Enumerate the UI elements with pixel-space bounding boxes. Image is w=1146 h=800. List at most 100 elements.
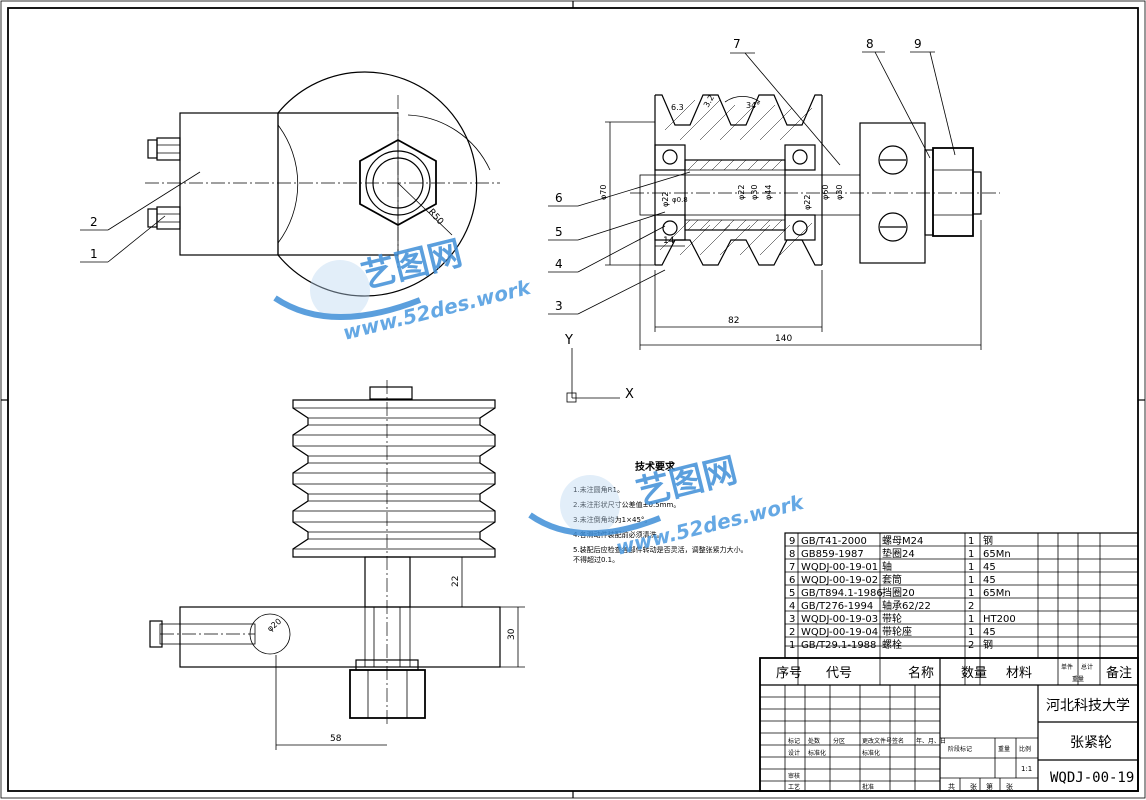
bom-cell-qty: 2 xyxy=(968,601,974,612)
dim-34deg: 34° xyxy=(746,101,760,110)
bom-header-code: 代号 xyxy=(826,666,852,681)
bom-cell-name: 带轮座 xyxy=(882,625,912,638)
bom-cell-code: WQDJ-00-19-03 xyxy=(801,614,878,625)
bom-cell-mat: 65Mn xyxy=(983,549,1011,560)
label-count: 处数 xyxy=(808,737,820,745)
dim-d30b: φ30 xyxy=(835,185,844,200)
dim-d30a: φ30 xyxy=(750,185,759,200)
bom-cell-name: 轴 xyxy=(882,560,892,573)
tech-item-1: 1.未注圆角R1。 xyxy=(573,485,624,494)
title-block: 序号 代号 名称 数量 材料 单件 总计 重量 备注 河北科技大学 张紧轮 WQ… xyxy=(759,657,1139,792)
bom-cell-no: 5 xyxy=(789,588,795,599)
bom-header-weight: 重量 xyxy=(1072,675,1084,683)
bom-cell-code: GB/T894.1-1986 xyxy=(801,588,883,599)
bom-cell-qty: 1 xyxy=(968,549,974,560)
label-design: 设计 xyxy=(788,749,800,757)
dim-d22b: φ22 xyxy=(737,185,746,200)
bom-cell-mat: HT200 xyxy=(983,614,1016,625)
bom-cell-mat: 45 xyxy=(983,627,996,638)
bom-cell-code: WQDJ-00-19-01 xyxy=(801,562,878,573)
label-sheet: 张 xyxy=(1006,782,1013,791)
tech-requirements: 技术要求 1.未注圆角R1。 2.未注形状尺寸公差值±0.5mm。 3.未注倒角… xyxy=(573,460,748,564)
dim-82: 82 xyxy=(728,316,739,326)
bom-cell-qty: 1 xyxy=(968,562,974,573)
bom-cell-name: 轴承62/22 xyxy=(882,599,931,612)
bom-cell-name: 带轮 xyxy=(882,612,902,625)
dim-d60: φ60 xyxy=(821,185,830,200)
bom-cell-no: 6 xyxy=(789,575,795,586)
bom-header-qty: 数量 xyxy=(961,666,987,681)
label-date: 年、月、日 xyxy=(916,737,946,745)
bom-cell-no: 3 xyxy=(789,614,795,625)
top-left-view: R50 2 1 xyxy=(80,71,500,297)
label-mark: 标记 xyxy=(788,737,800,745)
bom-cell-code: WQDJ-00-19-04 xyxy=(801,627,878,638)
tech-item-2: 2.未注形状尺寸公差值±0.5mm。 xyxy=(573,500,680,509)
bom-cell-mat: 65Mn xyxy=(983,588,1011,599)
bom-header-mat: 材料 xyxy=(1006,666,1032,681)
scale-value: 1:1 xyxy=(1021,765,1032,773)
label-zone: 分区 xyxy=(833,737,845,745)
bottom-view: φ20 22 30 58 xyxy=(149,380,525,750)
school-name: 河北科技大学 xyxy=(1046,698,1130,714)
dim-14: 14 xyxy=(663,236,675,246)
label-weight: 重量 xyxy=(998,745,1010,753)
bom-header-no: 序号 xyxy=(776,666,802,681)
dim-140: 140 xyxy=(775,334,792,344)
drawing-number: WQDJ-00-19 xyxy=(1050,770,1134,786)
bom-cell-no: 4 xyxy=(789,601,795,612)
label-sign: 签名 xyxy=(892,737,904,745)
bom-header-unit: 单件 xyxy=(1061,663,1073,671)
axis-x-label: X xyxy=(625,387,634,402)
dim-58: 58 xyxy=(330,734,342,744)
bom-cell-qty: 1 xyxy=(968,588,974,599)
bom-cell-name: 挡圈20 xyxy=(882,586,915,599)
label-check: 审核 xyxy=(788,772,800,780)
bom-cell-qty: 2 xyxy=(968,640,974,651)
tech-item-5: 5.装配后应检查各部件转动是否灵活，调整张紧力大小。 xyxy=(573,545,748,554)
tech-item-6: 不得超过0.1。 xyxy=(573,555,619,564)
bom-cell-name: 套筒 xyxy=(882,573,902,586)
bom-cell-mat: 45 xyxy=(983,575,996,586)
bom-cell-code: GB/T276-1994 xyxy=(801,601,873,612)
balloon-2: 2 xyxy=(90,215,98,229)
dim-d22a: φ22 xyxy=(661,192,670,207)
bom-cell-code: GB/T41-2000 xyxy=(801,536,867,547)
dim-d22c: φ22 xyxy=(803,195,812,210)
balloon-1: 1 xyxy=(90,247,98,261)
bom-cell-code: GB/T29.1-1988 xyxy=(801,640,876,651)
dim-30: 30 xyxy=(507,628,517,640)
bom-cell-qty: 1 xyxy=(968,536,974,547)
axis-y-label: Y xyxy=(564,333,573,348)
bom-cell-mat: 钢 xyxy=(983,534,993,547)
label-approve: 批准 xyxy=(862,783,874,791)
bom-cell-qty: 1 xyxy=(968,627,974,638)
bom-cell-name: 螺栓 xyxy=(882,638,902,651)
label-std: 标准化 xyxy=(808,749,826,757)
bom-cell-code: WQDJ-00-19-02 xyxy=(801,575,878,586)
balloon-9: 9 xyxy=(914,37,922,51)
label-std2: 标准化 xyxy=(862,749,880,757)
dim-d08: φ0.8 xyxy=(672,196,688,204)
dim-d70: φ70 xyxy=(599,185,608,200)
tech-item-4: 4.各滑动件装配前必须清洗。 xyxy=(573,530,664,539)
label-sheets: 张 xyxy=(970,782,977,791)
bom-cell-no: 2 xyxy=(789,627,795,638)
label-ratio: 比例 xyxy=(1019,745,1031,753)
bom-cell-no: 7 xyxy=(789,562,795,573)
bom-header-remark: 备注 xyxy=(1106,665,1132,681)
label-process: 工艺 xyxy=(788,783,800,791)
tech-item-3: 3.未注倒角均为1×45°。 xyxy=(573,515,651,524)
bom-header-name: 名称 xyxy=(908,665,934,681)
bom-cell-no: 9 xyxy=(789,536,795,547)
balloon-8: 8 xyxy=(866,37,874,51)
balloon-4: 4 xyxy=(555,257,563,271)
bom-cell-name: 垫圈24 xyxy=(882,547,915,560)
tech-title: 技术要求 xyxy=(635,460,676,473)
balloon-3: 3 xyxy=(555,299,563,313)
dim-d44: φ44 xyxy=(764,185,773,200)
dim-6-3: 6.3 xyxy=(671,103,684,112)
